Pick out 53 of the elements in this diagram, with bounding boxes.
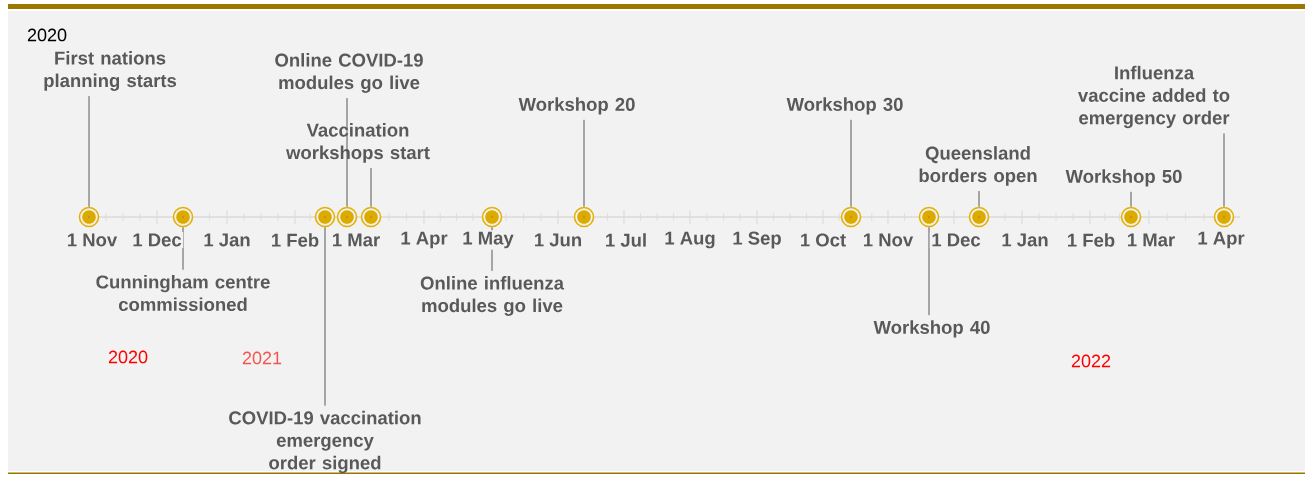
year-label: 2020 <box>108 350 148 364</box>
tick-label: 1 Sep <box>730 230 784 250</box>
event-marker <box>840 206 862 228</box>
event-marker <box>573 206 595 228</box>
tick-label: 1 Apr <box>1195 230 1247 250</box>
event-marker <box>172 206 194 228</box>
year-label: 2022 <box>1071 354 1111 368</box>
tick-label: 1 Nov <box>65 232 119 248</box>
year-label: 2021 <box>242 351 282 365</box>
event-marker <box>1120 206 1142 228</box>
leader-line <box>850 119 852 208</box>
event-marker <box>918 206 940 228</box>
event-label: Cunningham centre commissioned <box>96 274 270 312</box>
event-marker <box>360 206 382 228</box>
event-marker <box>336 206 358 228</box>
event-marker <box>314 206 336 228</box>
leader-line <box>928 226 930 316</box>
tick-label: 1 Jan <box>999 232 1051 248</box>
event-label: Online COVID-19 modules go live <box>275 53 423 93</box>
event-label: First nations planning starts <box>44 51 177 91</box>
event-label: COVID-19 vaccination emergency order signed <box>229 410 421 474</box>
tick-label: 1 Dec <box>929 232 983 248</box>
tick-label: 1 Mar <box>330 232 382 248</box>
leader-line <box>88 95 90 208</box>
leader-line <box>182 226 184 271</box>
event-label: Workshop 40 <box>873 320 990 338</box>
tick-label: 1 Aug <box>662 230 718 250</box>
tick-label: 1 Dec <box>130 232 184 248</box>
leader-line <box>1130 191 1132 208</box>
event-marker <box>1213 206 1235 228</box>
event-label: Workshop 50 <box>1065 169 1182 187</box>
tick-label: 1 Apr <box>398 230 450 250</box>
event-label: Vaccination workshops start <box>286 123 430 163</box>
leader-line <box>370 167 372 208</box>
event-label: Queensland borders open <box>919 146 1037 186</box>
event-label: Online influenza modules go live <box>420 276 565 316</box>
event-label: Workshop 20 <box>518 97 635 115</box>
leader-line <box>1223 132 1225 208</box>
leader-line <box>978 190 980 208</box>
leader-line <box>346 97 348 208</box>
event-label: Influenza vaccine added to emergency order <box>1078 65 1230 129</box>
event-marker <box>968 206 990 228</box>
tick-label: 1 Jan <box>201 232 253 248</box>
leader-line <box>583 119 585 208</box>
tick-label: 1 May <box>460 230 516 250</box>
event-marker <box>78 206 100 228</box>
leader-line <box>324 226 326 407</box>
event-label: Workshop 30 <box>786 97 903 115</box>
tick-label: 1 Nov <box>861 232 915 248</box>
event-marker <box>481 206 503 228</box>
year-label: 2020 <box>27 28 67 42</box>
tick-label: 1 Mar <box>1125 232 1177 248</box>
tick-label: 1 Jun <box>532 232 584 248</box>
